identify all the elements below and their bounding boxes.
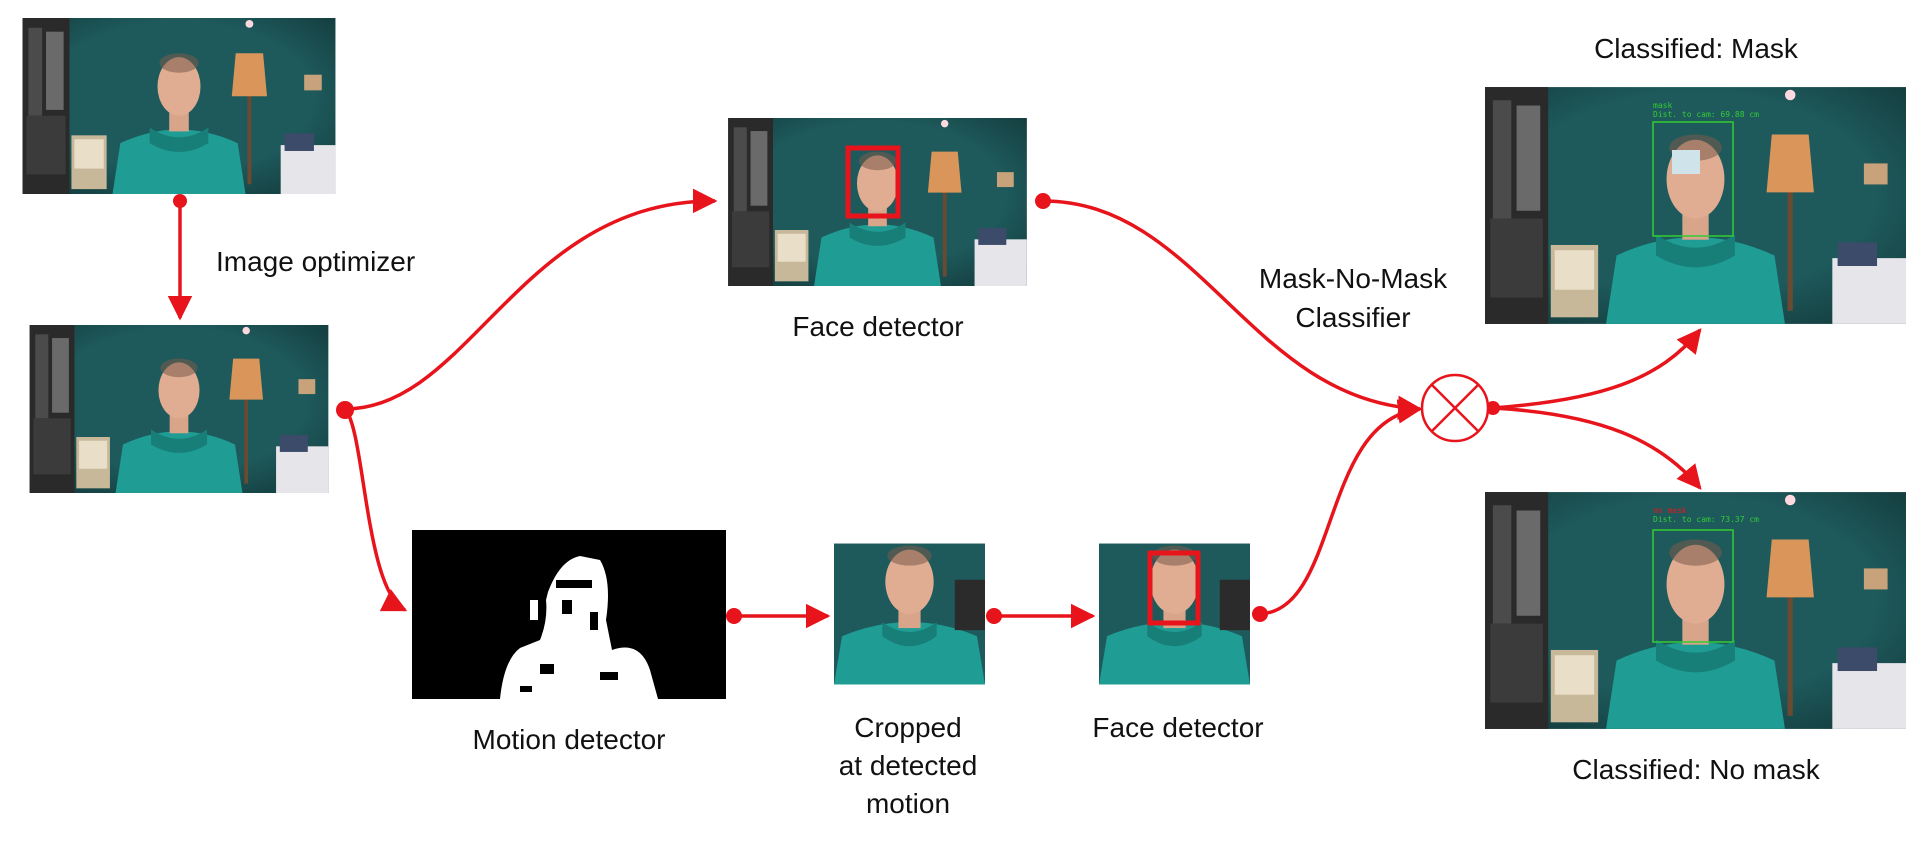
classified-no-mask-image: no mask Dist. to cam: 73.37 cm — [1485, 492, 1906, 729]
classified-mask-image: mask Dist. to cam: 69.88 cm — [1485, 87, 1906, 324]
mask-overlay — [1672, 150, 1700, 174]
label-classified-mask: Classified: Mask — [1594, 33, 1799, 64]
optimized-image — [29, 325, 329, 493]
mask-classification-box — [1652, 121, 1734, 237]
circled-x-icon — [1420, 373, 1490, 443]
arrow-to-no-mask-output — [1492, 406, 1702, 490]
label-classifier-line2: Classifier — [1295, 302, 1410, 333]
no-mask-distance-text: Dist. to cam: 73.37 cm — [1653, 515, 1759, 524]
face-detector-top-image — [728, 118, 1027, 286]
face-detector-bottom-image — [1099, 543, 1250, 685]
label-cropped-line1: Cropped — [854, 712, 961, 743]
arrow-face-top-to-combiner — [1042, 199, 1423, 421]
label-cropped-line2: at detected — [839, 750, 978, 781]
mask-distance-text: Dist. to cam: 69.88 cm — [1653, 110, 1759, 119]
flow-arrows — [167, 188, 1702, 629]
mask-class-text: mask — [1653, 101, 1672, 110]
arrow-to-motion-detector — [343, 407, 408, 612]
label-face-detector-top: Face detector — [792, 311, 963, 342]
arrow-to-mask-output — [1492, 328, 1702, 410]
connection-dots — [173, 193, 1500, 624]
motion-detector-image — [412, 530, 726, 699]
label-image-optimizer: Image optimizer — [216, 246, 415, 277]
arrow-to-face-detector-top — [344, 188, 718, 411]
label-classified-no-mask: Classified: No mask — [1572, 754, 1820, 785]
input-image — [22, 18, 336, 194]
cropped-image — [834, 543, 985, 685]
face-box-bottom — [1147, 550, 1201, 626]
label-motion-detector: Motion detector — [473, 724, 666, 755]
no-mask-class-text: no mask — [1653, 506, 1687, 515]
arrow-face-bottom-to-combiner — [1259, 399, 1423, 616]
face-box-top — [845, 145, 901, 219]
label-face-detector-bottom: Face detector — [1092, 712, 1263, 743]
label-classifier-line1: Mask-No-Mask — [1259, 263, 1448, 294]
label-cropped-line3: motion — [866, 788, 950, 819]
no-mask-classification-box — [1652, 529, 1734, 643]
